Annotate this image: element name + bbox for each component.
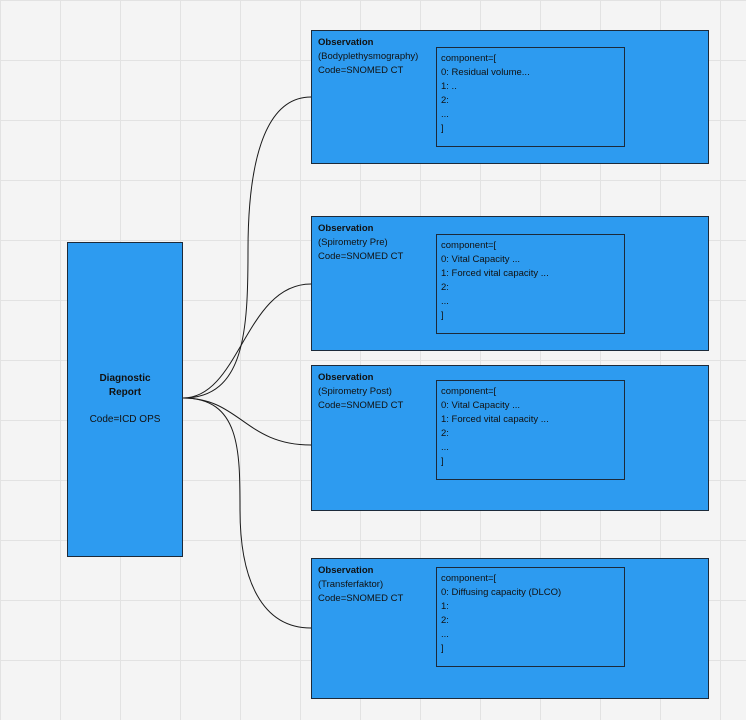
observation-subtitle: (Spirometry Pre) bbox=[318, 237, 388, 248]
component-line: component=[ bbox=[441, 53, 497, 64]
observation-header: Observation (Spirometry Post) Code=SNOME… bbox=[318, 371, 403, 413]
observation-subtitle: (Transferfaktor) bbox=[318, 579, 384, 590]
component-line: 2: bbox=[441, 95, 449, 106]
observation-code: Code=SNOMED CT bbox=[318, 400, 404, 411]
component-line: ... bbox=[441, 109, 449, 120]
connector-transferfaktor bbox=[182, 397, 312, 629]
observation-subtitle: (Bodyplethysmography) bbox=[318, 51, 419, 62]
observation-subtitle: (Spirometry Post) bbox=[318, 386, 392, 397]
observation-box-spirometry-pre[interactable]: Observation (Spirometry Pre) Code=SNOMED… bbox=[311, 216, 709, 351]
observation-header: Observation (Transferfaktor) Code=SNOMED… bbox=[318, 564, 403, 606]
observation-box-transferfaktor[interactable]: Observation (Transferfaktor) Code=SNOMED… bbox=[311, 558, 709, 699]
component-line: component=[ bbox=[441, 573, 497, 584]
component-line: ] bbox=[441, 123, 444, 134]
observation-code: Code=SNOMED CT bbox=[318, 65, 404, 76]
diagnostic-report-title: Diagnostic Report bbox=[99, 373, 151, 398]
component-box[interactable]: component=[ 0: Vital Capacity ... 1: For… bbox=[436, 380, 625, 480]
observation-header: Observation (Bodyplethysmography) Code=S… bbox=[318, 36, 418, 78]
component-line: ] bbox=[441, 456, 444, 467]
component-line: 0: Diffusing capacity (DLCO) bbox=[441, 587, 562, 598]
component-line: 1: Forced vital capacity ... bbox=[441, 268, 549, 279]
component-box[interactable]: component=[ 0: Diffusing capacity (DLCO)… bbox=[436, 567, 625, 667]
observation-title: Observation bbox=[318, 223, 374, 234]
component-line: component=[ bbox=[441, 240, 497, 251]
component-line: 1: .. bbox=[441, 81, 457, 92]
component-box[interactable]: component=[ 0: Residual volume... 1: .. … bbox=[436, 47, 625, 147]
component-line: 0: Residual volume... bbox=[441, 67, 530, 78]
component-line: 2: bbox=[441, 282, 449, 293]
observation-box-spirometry-post[interactable]: Observation (Spirometry Post) Code=SNOME… bbox=[311, 365, 709, 511]
observation-title: Observation bbox=[318, 372, 374, 383]
component-line: 1: bbox=[441, 601, 449, 612]
connector-spirometry-pre bbox=[182, 283, 312, 399]
component-line: 1: Forced vital capacity ... bbox=[441, 414, 549, 425]
component-line: component=[ bbox=[441, 386, 497, 397]
observation-title: Observation bbox=[318, 37, 374, 48]
observation-title: Observation bbox=[318, 565, 374, 576]
observation-box-bodyplethysmography[interactable]: Observation (Bodyplethysmography) Code=S… bbox=[311, 30, 709, 164]
diagnostic-report-code: Code=ICD OPS bbox=[89, 414, 161, 425]
component-line: 0: Vital Capacity ... bbox=[441, 254, 521, 265]
component-line: 0: Vital Capacity ... bbox=[441, 400, 521, 411]
component-line: ... bbox=[441, 296, 449, 307]
observation-code: Code=SNOMED CT bbox=[318, 593, 404, 604]
component-line: 2: bbox=[441, 428, 449, 439]
component-line: ... bbox=[441, 629, 449, 640]
component-line: ... bbox=[441, 442, 449, 453]
observation-header: Observation (Spirometry Pre) Code=SNOMED… bbox=[318, 222, 403, 264]
observation-code: Code=SNOMED CT bbox=[318, 251, 404, 262]
component-line: ] bbox=[441, 643, 444, 654]
connector-spirometry-post bbox=[182, 397, 312, 446]
connector-bodyplethysmography bbox=[182, 96, 312, 399]
component-line: 2: bbox=[441, 615, 449, 626]
component-line: ] bbox=[441, 310, 444, 321]
diagnostic-report-box[interactable]: Diagnostic Report Code=ICD OPS bbox=[67, 242, 183, 557]
component-box[interactable]: component=[ 0: Vital Capacity ... 1: For… bbox=[436, 234, 625, 334]
